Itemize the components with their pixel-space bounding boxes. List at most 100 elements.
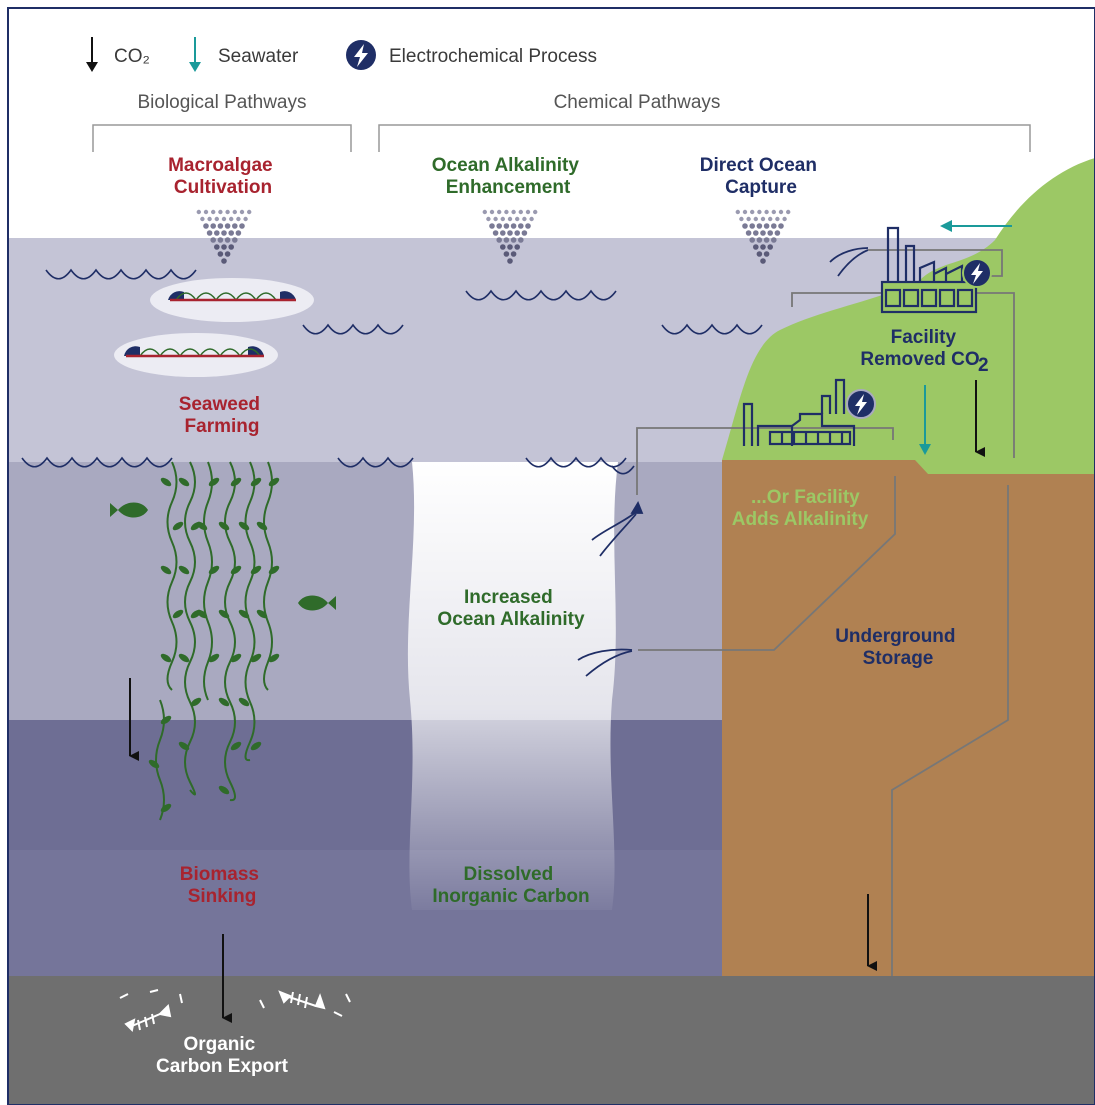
kelp-leaf	[268, 565, 280, 575]
kelp-leaf	[268, 477, 280, 487]
kelp-leaf	[256, 609, 268, 619]
funnel-dot	[221, 258, 227, 264]
funnel-dot	[760, 258, 766, 264]
funnel-dot	[207, 216, 212, 222]
kelp-leaf	[160, 803, 172, 813]
funnel-dot	[217, 223, 224, 229]
legend-seawater: Seawater	[218, 46, 299, 67]
funnel-dot	[221, 230, 227, 236]
funnel-dot	[507, 258, 513, 264]
funnel-dot	[221, 216, 227, 222]
funnel-dot	[218, 209, 223, 215]
funnel-dot	[756, 223, 763, 229]
direct-ocean-capture-facility-icon	[880, 226, 978, 314]
kelp-leaf	[196, 521, 208, 531]
funnel-dot	[214, 216, 219, 222]
funnel-dot	[525, 209, 531, 215]
funnel-dot	[757, 209, 762, 215]
funnel-dot	[763, 251, 770, 257]
chemical-pathways-title: Chemical Pathways	[554, 92, 721, 113]
funnel-dot	[514, 244, 520, 250]
funnel-dot	[518, 223, 524, 229]
funnel-dot	[247, 209, 252, 215]
increased-alkalinity-label: Increased Ocean Alkalinity	[437, 587, 585, 630]
funnel-dot	[514, 230, 520, 236]
macroalgae-title-line2: Cultivation	[174, 177, 272, 198]
funnel-dot	[493, 216, 498, 222]
wave-icon	[611, 465, 635, 475]
facility-removed-line2: Removed CO	[860, 349, 979, 370]
funnel-dot	[500, 244, 506, 250]
organic-line2: Carbon Export	[156, 1056, 289, 1077]
kelp-leaf	[250, 653, 262, 663]
kelp-leaf	[250, 741, 262, 751]
funnel-dot	[518, 209, 523, 215]
kelp-leaf	[238, 609, 250, 619]
kelp-leaf	[178, 565, 190, 575]
funnel-dot	[500, 216, 505, 222]
kelp-leaf	[238, 697, 250, 707]
facility-removed-line1: Facility	[891, 327, 957, 348]
dic-label: Dissolved Inorganic Carbon	[432, 864, 589, 907]
funnel-dot	[742, 223, 748, 229]
fish-icon	[110, 502, 148, 518]
wave-icon	[21, 456, 173, 468]
frame-border	[7, 7, 1095, 1105]
kelp-leaf	[230, 477, 242, 487]
biomass-line1: Biomass	[180, 864, 259, 885]
surface-waves	[21, 268, 763, 475]
kelp-forest	[148, 461, 280, 821]
funnel-dot	[206, 230, 213, 236]
kelp-leaf	[178, 477, 190, 487]
funnel-dot	[203, 223, 209, 229]
funnel-dot	[225, 209, 230, 215]
funnel-dot	[529, 216, 534, 222]
funnel-dot	[507, 216, 513, 222]
funnel-dot	[217, 251, 224, 257]
seaweed-line2: Farming	[185, 416, 260, 437]
funnel-dot	[764, 209, 769, 215]
funnel-dot	[224, 251, 231, 257]
kelp-leaf	[178, 741, 190, 751]
underground-line1: Underground	[835, 626, 955, 647]
underground-storage-label: Underground Storage	[835, 626, 961, 669]
funnel-dot	[200, 216, 205, 222]
funnel-dot	[217, 237, 224, 243]
kelp-leaf	[256, 521, 268, 531]
increased-alk-line1: Increased	[464, 587, 553, 608]
alkalinity-plume	[407, 462, 618, 910]
intake-swoosh-icon	[829, 247, 869, 277]
kelp-leaf	[160, 565, 172, 575]
kelp-leaf	[208, 477, 220, 487]
funnel-dot	[489, 223, 495, 229]
funnel-dot	[750, 209, 755, 215]
kelp-leaf	[230, 741, 242, 751]
funnel-dot	[489, 209, 495, 215]
funnel-dot	[229, 216, 234, 222]
kelp-leaf	[230, 565, 242, 575]
kelp-stalk	[244, 461, 256, 762]
fish-skeleton-icon	[259, 990, 351, 1017]
funnel-dot	[763, 223, 770, 229]
funnel-dot	[760, 216, 766, 222]
kelp-stalk	[263, 461, 273, 691]
funnel-dot	[756, 251, 763, 257]
kelp-leaf	[196, 609, 208, 619]
funnel-dot	[503, 251, 510, 257]
funnel-dot	[522, 216, 527, 222]
legend-co2: CO₂	[114, 46, 150, 67]
lightning-icon	[346, 40, 376, 70]
funnel-dot	[507, 244, 513, 250]
funnel-dot	[771, 223, 777, 229]
funnel-dot	[771, 209, 776, 215]
funnel-dot	[500, 230, 506, 236]
funnel-dot	[525, 223, 531, 229]
lightning-icon	[962, 258, 992, 288]
kelp-leaf	[208, 653, 220, 663]
kelp-leaf	[208, 565, 220, 575]
kelp-stalk	[203, 461, 213, 701]
wave-icon	[302, 323, 404, 335]
funnel-dot	[735, 209, 740, 215]
alkalinity-facility-icon	[742, 378, 856, 446]
funnel-dot	[771, 237, 777, 243]
